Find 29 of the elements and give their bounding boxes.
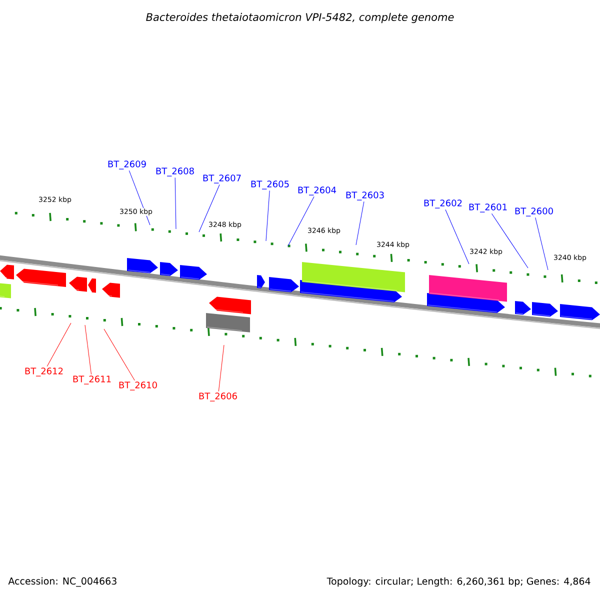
- leader-line: [535, 217, 548, 270]
- gene-label: BT_2612: [25, 368, 63, 376]
- leader-line: [104, 328, 135, 381]
- gene-label: BT_2601: [469, 204, 507, 212]
- leader-line: [174, 177, 176, 230]
- leader-line: [84, 324, 92, 375]
- gene-label: BT_2604: [298, 186, 336, 196]
- leader-line: [46, 322, 72, 367]
- leader-line: [128, 170, 150, 226]
- leader-line: [445, 209, 470, 264]
- leader-line: [492, 213, 528, 268]
- info-text: Accession: NC_004663: [8, 577, 116, 587]
- gene-label: BT_2609: [108, 160, 146, 170]
- leader-line: [218, 344, 224, 392]
- info-text: Topology: circular; Length: 6,260,361 bp; Genes: 4,864: [326, 577, 590, 587]
- title: Bacteroides thetaiotaomicron VPI-5482, complete genome: [146, 12, 454, 24]
- gene-label: BT_2600: [515, 208, 553, 216]
- leader-line: [288, 196, 314, 246]
- leader-line: [266, 190, 270, 242]
- gene-label: BT_2611: [73, 376, 111, 384]
- gene-label: BT_2606: [199, 392, 237, 402]
- leader-line: [198, 184, 220, 232]
- gene-label: BT_2605: [251, 180, 289, 190]
- gene-label: BT_2610: [119, 382, 157, 390]
- gene-label: BT_2607: [203, 174, 241, 184]
- gene-label: BT_2608: [156, 168, 194, 176]
- gene-label: BT_2603: [346, 192, 384, 200]
- gene-label: BT_2602: [424, 200, 462, 208]
- leader-line: [356, 201, 364, 246]
